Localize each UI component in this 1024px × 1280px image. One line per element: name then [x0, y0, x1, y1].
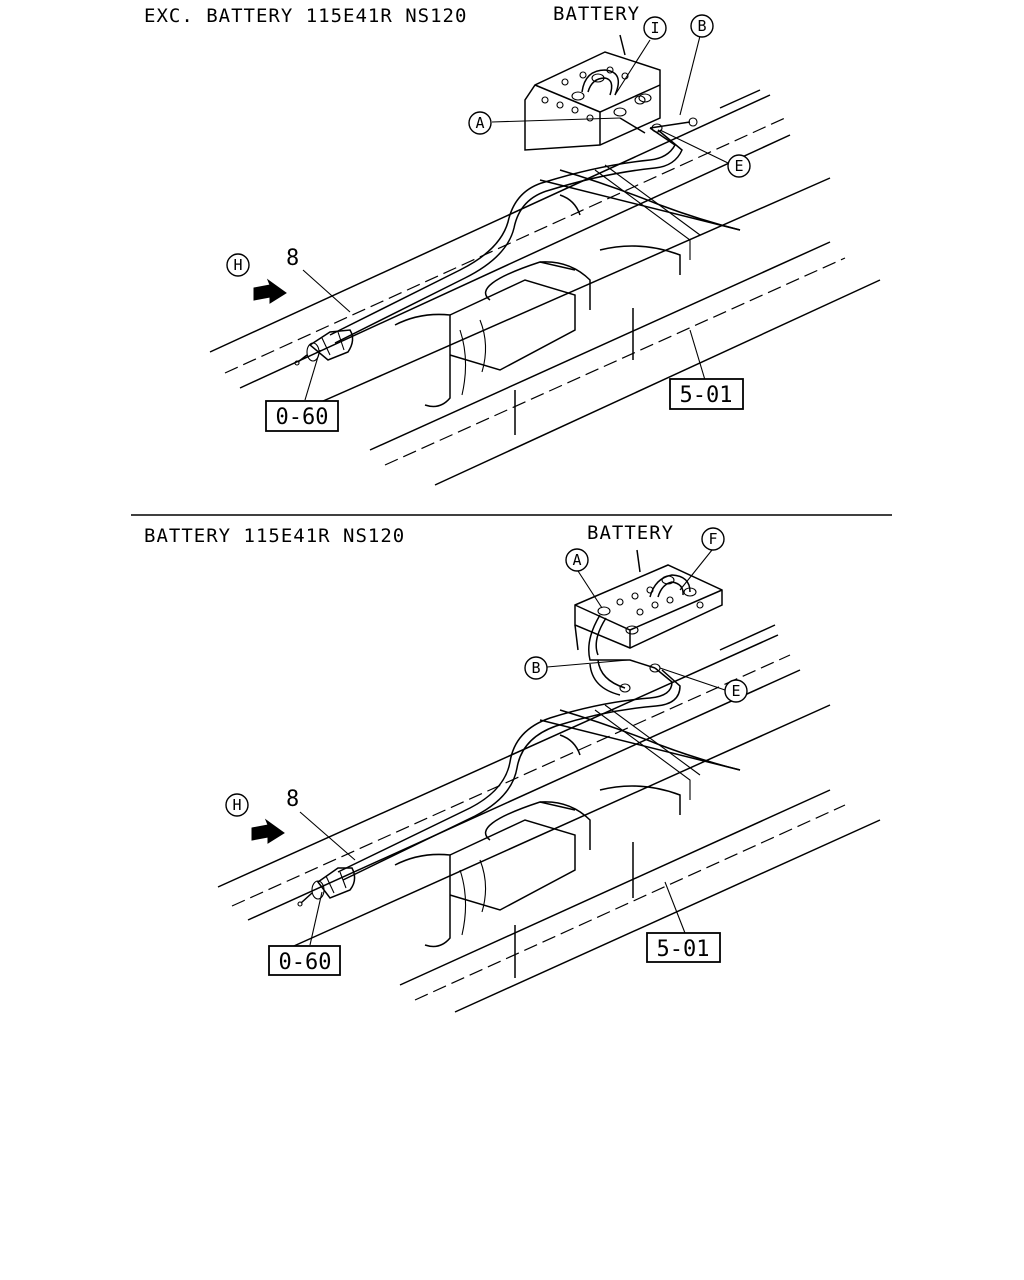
- panel-bottom-callout-b: B: [524, 656, 548, 680]
- panel-bottom-callout-f: F: [701, 527, 725, 551]
- panel-top-cable: [329, 95, 698, 344]
- panel-bottom: BATTERY 115E41R NS120 BATTERY: [144, 522, 881, 1013]
- panel-top-callout-e: E: [727, 154, 751, 178]
- panel-top-ref-0-60[interactable]: 0-60: [265, 400, 339, 432]
- panel-bottom-callout-a: A: [565, 548, 589, 572]
- panel-bottom-battery-label: BATTERY: [587, 522, 674, 544]
- panel-top-title: EXC. BATTERY 115E41R NS120: [144, 5, 467, 27]
- svg-text:A: A: [475, 114, 484, 132]
- svg-text:I: I: [650, 19, 659, 37]
- panel-top-leaders: [302, 35, 729, 401]
- panel-top-callout-i: I: [643, 16, 667, 40]
- svg-text:5-01: 5-01: [680, 383, 733, 408]
- panel-bottom-title: BATTERY 115E41R NS120: [144, 525, 405, 547]
- panel-top-part-number: 8: [286, 246, 299, 271]
- panel-bottom-connector: [297, 867, 356, 907]
- panel-top-view-arrow: [253, 278, 287, 304]
- panel-bottom-callout-h: H: [225, 793, 249, 817]
- panel-top-battery: [524, 34, 661, 151]
- panel-bottom-battery: [574, 549, 723, 651]
- svg-text:0-60: 0-60: [279, 950, 332, 975]
- panel-top-connector: [294, 329, 354, 366]
- svg-text:0-60: 0-60: [276, 405, 329, 430]
- panel-bottom-ref-0-60[interactable]: 0-60: [268, 945, 341, 976]
- panel-bottom-leaders: [299, 549, 726, 946]
- svg-text:5-01: 5-01: [657, 937, 710, 962]
- panel-bottom-frame-rails: [217, 624, 881, 1013]
- svg-text:E: E: [734, 157, 743, 175]
- panel-top-callout-h: H: [226, 253, 250, 277]
- panel-top-callout-a: A: [468, 111, 492, 135]
- panel-bottom-crossmember: [539, 704, 741, 800]
- panel-top-tank: [394, 245, 681, 408]
- svg-text:A: A: [572, 551, 581, 569]
- panel-top-frame-rails: [209, 89, 881, 486]
- panel-top-callout-b: B: [690, 14, 714, 38]
- panel-bottom-cable: [337, 614, 681, 881]
- panel-bottom-ref-5-01[interactable]: 5-01: [646, 932, 721, 963]
- panel-bottom-view-arrow: [251, 818, 285, 844]
- panel-bottom-tank: [394, 785, 681, 948]
- panel-top: EXC. BATTERY 115E41R NS120 BATTERY: [144, 3, 881, 486]
- svg-text:B: B: [697, 17, 706, 35]
- svg-text:H: H: [233, 256, 242, 274]
- svg-text:H: H: [232, 796, 241, 814]
- panel-top-battery-label: BATTERY: [553, 3, 640, 25]
- svg-text:E: E: [731, 682, 740, 700]
- svg-text:B: B: [531, 659, 540, 677]
- panel-bottom-callout-e: E: [724, 679, 748, 703]
- panel-top-ref-5-01[interactable]: 5-01: [669, 378, 744, 410]
- svg-text:F: F: [708, 530, 717, 548]
- panel-bottom-part-number: 8: [286, 787, 299, 812]
